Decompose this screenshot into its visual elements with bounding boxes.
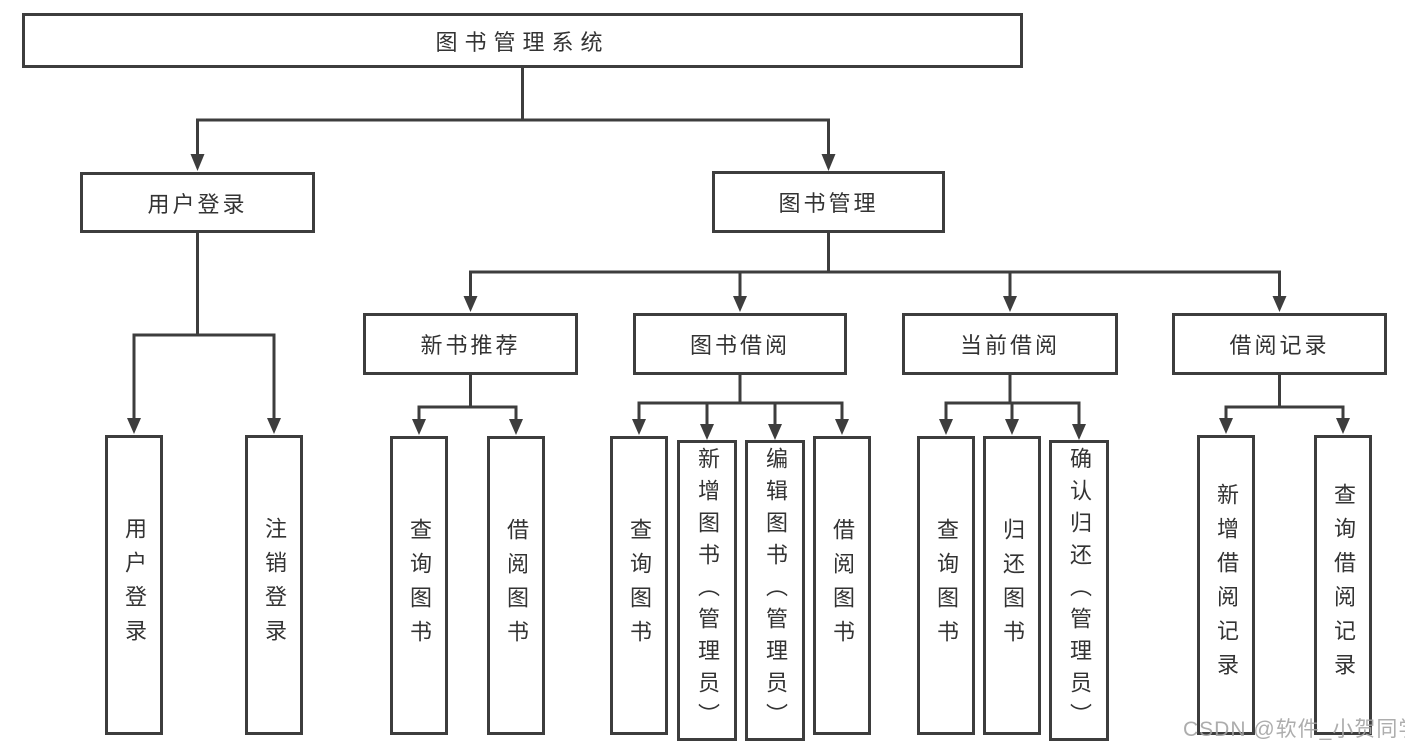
node-label: 借阅图书 [830,517,855,654]
node-label: 用户登录 [122,517,147,653]
node-label: 新增图书（管理员） [695,446,720,735]
leaf-add-borrow-record: 新增借阅记录 [1197,435,1255,735]
node-current-borrow: 当前借阅 [902,313,1118,375]
leaf-confirm-return-admin: 确认归还（管理员） [1049,440,1109,741]
leaf-query-books-recommend: 查询图书 [390,436,448,735]
node-book-borrow: 图书借阅 [633,313,847,375]
leaf-add-book-admin: 新增图书（管理员） [677,440,737,741]
node-user-login: 用户登录 [80,172,315,233]
leaf-query-books-current: 查询图书 [917,436,975,735]
node-new-book-recommend: 新书推荐 [363,313,578,375]
node-label: 当前借阅 [959,333,1060,358]
leaf-query-borrow-record: 查询借阅记录 [1314,435,1372,735]
node-label: 查询图书 [407,517,432,654]
leaf-logout: 注销登录 [245,435,303,735]
leaf-borrow-books-recommend: 借阅图书 [487,436,545,735]
node-label: 新增借阅记录 [1214,483,1239,687]
node-borrow-records: 借阅记录 [1172,313,1387,375]
node-label: 查询图书 [934,517,959,654]
watermark-text: CSDN @软件_小贺同学 [1183,718,1405,741]
node-label: 图书管理系统 [435,29,610,55]
node-label: 查询图书 [627,517,652,654]
leaf-query-books-borrow: 查询图书 [610,436,668,735]
node-label: 归还图书 [1000,517,1025,654]
leaf-user-login: 用户登录 [105,435,163,735]
node-label: 编辑图书（管理员） [763,446,788,735]
node-label: 图书借阅 [689,333,790,358]
node-label: 用户登录 [147,191,248,217]
node-label: 注销登录 [262,517,287,653]
node-root: 图书管理系统 [22,13,1023,68]
leaf-return-books: 归还图书 [983,436,1041,735]
node-label: 借阅图书 [504,517,529,654]
node-label: 借阅记录 [1229,333,1330,358]
node-label: 确认归还（管理员） [1067,446,1092,735]
node-label: 图书管理 [778,191,879,216]
leaf-edit-book-admin: 编辑图书（管理员） [745,440,805,741]
leaf-borrow-books: 借阅图书 [813,436,871,735]
node-label: 查询借阅记录 [1331,483,1356,687]
node-book-management: 图书管理 [712,171,945,233]
node-label: 新书推荐 [420,333,521,358]
